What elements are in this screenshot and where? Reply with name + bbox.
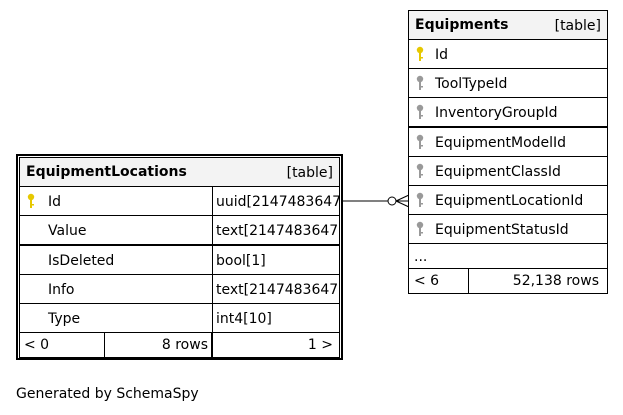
column-name: InventoryGroupId — [435, 105, 558, 122]
foreign-key-icon — [416, 163, 424, 178]
column-row[interactable]: EquipmentClassId — [408, 155, 608, 186]
column-name: Value — [48, 223, 87, 240]
parents-count: < 0 — [19, 332, 105, 358]
equipments-header: Equipments [table] — [408, 10, 608, 40]
column-type: uuid[2147483647] — [212, 186, 340, 216]
column-row[interactable]: Info — [19, 273, 213, 304]
column-name: IsDeleted — [48, 252, 115, 269]
column-row[interactable]: Type — [19, 303, 213, 334]
column-row[interactable]: ToolTypeId — [408, 68, 608, 99]
column-name: EquipmentLocationId — [435, 193, 584, 209]
column-name: ToolTypeId — [435, 76, 508, 93]
column-row[interactable]: IsDeleted — [19, 244, 213, 275]
foreign-key-icon — [416, 192, 424, 207]
table-kind: [table] — [554, 18, 601, 34]
column-type: int4[10] — [212, 303, 340, 334]
parents-count: < 6 — [408, 268, 469, 294]
row-count: 8 rows — [104, 332, 212, 358]
column-row[interactable]: InventoryGroupId — [408, 97, 608, 128]
column-name: Info — [48, 281, 75, 298]
foreign-key-icon — [416, 105, 424, 120]
primary-key-icon — [27, 193, 35, 208]
column-row[interactable]: Id — [408, 39, 608, 69]
table-name: EquipmentLocations — [26, 164, 187, 180]
crowfoot-marker — [395, 194, 410, 202]
column-row[interactable]: EquipmentStatusId — [408, 214, 608, 245]
column-name: Id — [48, 194, 62, 210]
children-count: 1 > — [212, 332, 340, 358]
equipment-locations-header: EquipmentLocations [table] — [19, 157, 340, 187]
table-name: Equipments — [415, 17, 509, 33]
column-name: EquipmentClassId — [435, 163, 561, 180]
column-row[interactable]: EquipmentModelId — [408, 126, 608, 157]
primary-key-icon — [416, 46, 424, 61]
column-name: EquipmentModelId — [435, 134, 567, 151]
column-name: Type — [48, 311, 81, 328]
column-row[interactable]: EquipmentLocationId — [408, 185, 608, 215]
column-name: Id — [435, 47, 449, 63]
column-row[interactable]: Id — [19, 186, 213, 216]
column-type: text[2147483647] — [212, 215, 340, 246]
row-count: 52,138 rows — [468, 268, 608, 294]
generated-by-footer: Generated by SchemaSpy — [16, 386, 199, 402]
table-kind: [table] — [286, 165, 333, 181]
column-type: text[2147483647] — [212, 273, 340, 304]
optional-marker — [387, 196, 397, 206]
foreign-key-icon — [416, 75, 424, 91]
column-type: bool[1] — [212, 244, 340, 275]
foreign-key-icon — [416, 221, 424, 237]
column-row[interactable]: Value — [19, 215, 213, 246]
foreign-key-icon — [416, 134, 424, 149]
equipment-locations-table[interactable]: EquipmentLocations [table] Id uuid[214748… — [16, 154, 343, 360]
more-columns: ... — [408, 243, 608, 269]
column-name: EquipmentStatusId — [435, 222, 569, 239]
